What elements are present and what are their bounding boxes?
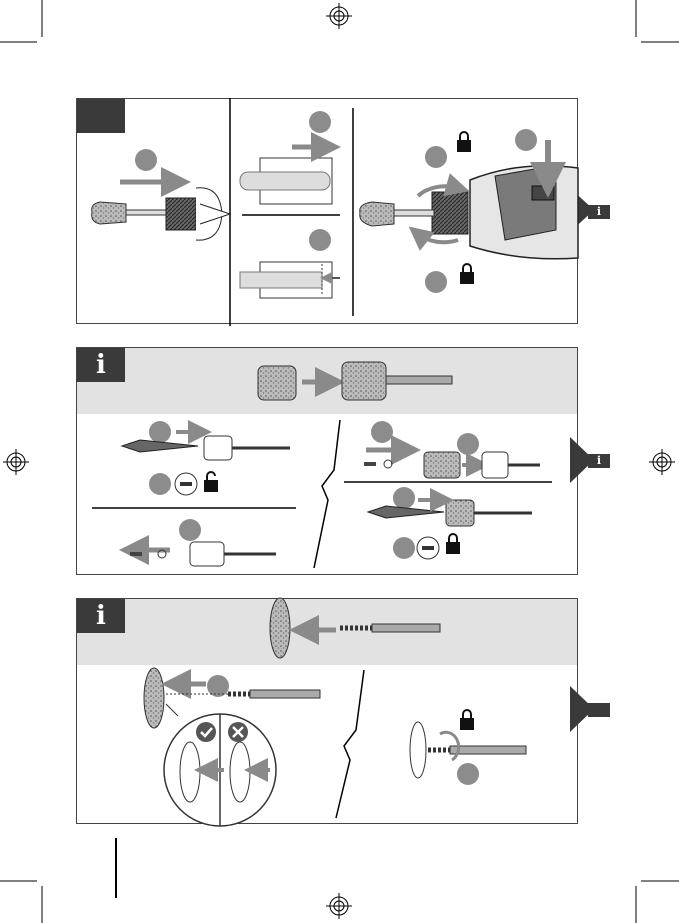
step-circle xyxy=(371,421,393,443)
registration-mark-left xyxy=(3,449,29,475)
wrench-lock xyxy=(368,500,532,559)
step-circle xyxy=(425,146,447,168)
step-circle xyxy=(457,433,479,455)
step-circle xyxy=(149,421,171,443)
drum-assembly-right xyxy=(364,450,540,478)
step-circle xyxy=(393,487,415,509)
screw-removal xyxy=(130,542,276,566)
step-circle xyxy=(149,473,171,495)
step-circle xyxy=(457,763,479,785)
step-circle xyxy=(309,111,331,133)
step-circle xyxy=(425,271,447,293)
registration-mark-right xyxy=(649,449,675,475)
wheel-mount-header xyxy=(270,598,440,658)
step-circle xyxy=(393,537,415,559)
step-circle xyxy=(179,519,201,541)
registration-mark-top xyxy=(326,3,352,29)
step-circle xyxy=(515,129,537,151)
lock-icon xyxy=(460,264,474,284)
shank-detail-incorrect xyxy=(240,262,332,298)
lightning-divider xyxy=(314,420,340,568)
side-tab-2 xyxy=(570,437,594,483)
step-circle xyxy=(309,229,331,251)
drum-mount-header xyxy=(258,362,452,400)
unlock-icon xyxy=(204,472,218,492)
grinding-stone-insert xyxy=(92,188,230,240)
shank-detail-correct xyxy=(240,158,332,204)
correct-vs-incorrect-detail xyxy=(164,704,276,826)
step-circle xyxy=(135,149,157,171)
side-tab-3 xyxy=(570,686,594,732)
lock-icon xyxy=(457,132,471,152)
rotary-tool-lock xyxy=(360,140,578,259)
lightning-divider xyxy=(336,670,364,818)
registration-mark-bottom xyxy=(326,893,352,919)
